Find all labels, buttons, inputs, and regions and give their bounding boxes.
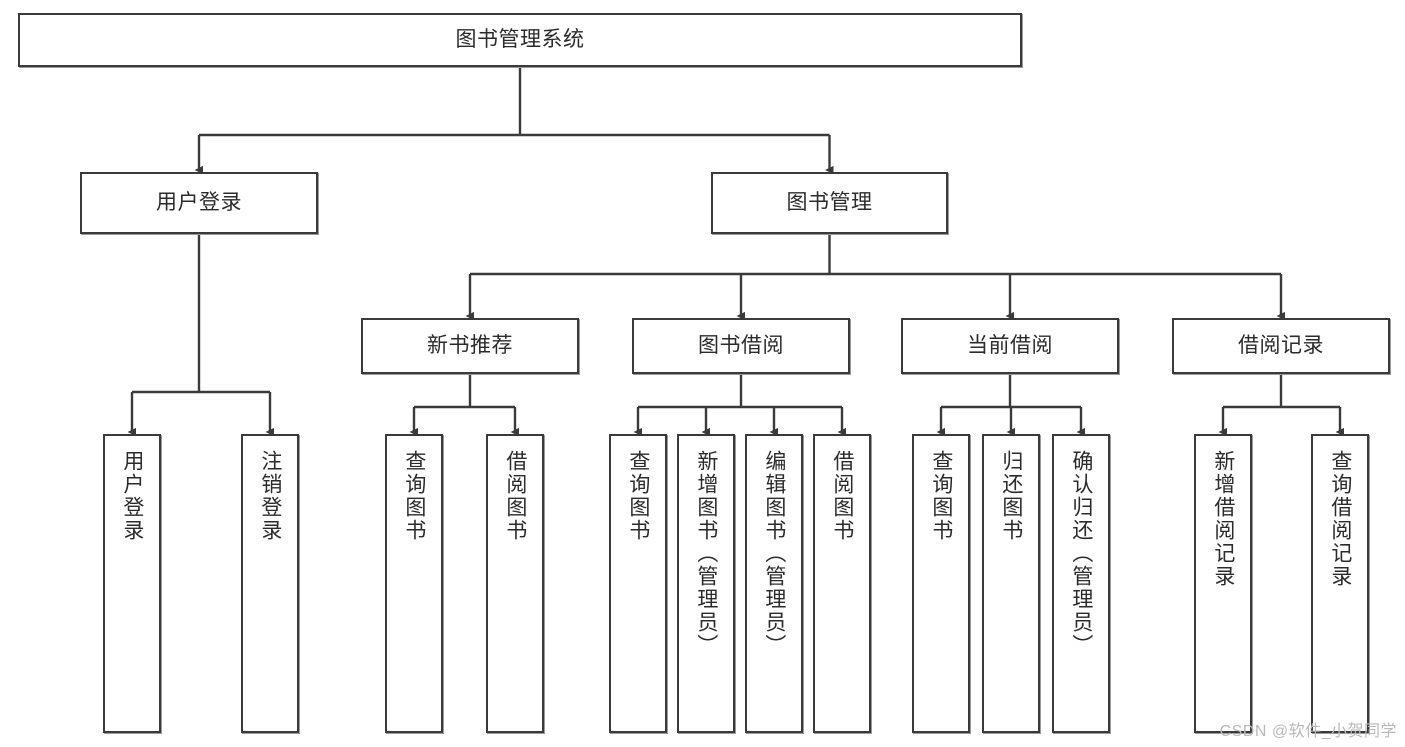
node-leaf-login-1[interactable]: 用户登录 xyxy=(103,434,161,733)
node-label: 查询图书 xyxy=(402,450,426,542)
node-label: 确认归还（管理员） xyxy=(1069,450,1093,657)
node-label: 注销登录 xyxy=(258,450,282,542)
node-label: 借阅记录 xyxy=(1238,333,1324,357)
node-label: 查询图书 xyxy=(626,450,650,542)
node-login[interactable]: 用户登录 xyxy=(80,172,318,234)
node-label: 归还图书 xyxy=(999,450,1023,542)
node-leaf-bor-1[interactable]: 查询图书 xyxy=(609,434,667,733)
node-leaf-rec-2[interactable]: 查询借阅记录 xyxy=(1311,434,1369,733)
node-label: 图书管理系统 xyxy=(455,27,585,51)
node-leaf-bor-2[interactable]: 新增图书（管理员） xyxy=(677,434,735,733)
node-label: 编辑图书（管理员） xyxy=(762,450,786,657)
node-leaf-new-1[interactable]: 查询图书 xyxy=(385,434,443,733)
node-bookmgmt[interactable]: 图书管理 xyxy=(711,172,948,234)
node-leaf-login-2[interactable]: 注销登录 xyxy=(241,434,299,733)
node-leaf-cur-1[interactable]: 查询图书 xyxy=(912,434,970,733)
node-label: 用户登录 xyxy=(156,190,242,214)
node-leaf-bor-3[interactable]: 编辑图书（管理员） xyxy=(745,434,803,733)
node-label: 当前借阅 xyxy=(967,333,1053,357)
edge-paths xyxy=(127,67,1344,437)
node-leaf-cur-2[interactable]: 归还图书 xyxy=(982,434,1040,733)
node-current[interactable]: 当前借阅 xyxy=(901,318,1119,374)
node-label: 图书管理 xyxy=(786,190,873,214)
node-label: 新书推荐 xyxy=(427,333,513,357)
node-records[interactable]: 借阅记录 xyxy=(1172,318,1390,374)
node-label: 新增借阅记录 xyxy=(1211,450,1235,588)
node-label: 借阅图书 xyxy=(830,450,854,542)
node-newbook[interactable]: 新书推荐 xyxy=(361,318,579,374)
node-label: 用户登录 xyxy=(120,450,144,542)
node-root[interactable]: 图书管理系统 xyxy=(18,13,1022,67)
node-label: 新增图书（管理员） xyxy=(694,450,718,657)
node-leaf-rec-1[interactable]: 新增借阅记录 xyxy=(1194,434,1252,733)
node-label: 查询借阅记录 xyxy=(1328,450,1352,588)
node-label: 图书借阅 xyxy=(698,333,784,357)
node-label: 查询图书 xyxy=(929,450,953,542)
node-leaf-cur-3[interactable]: 确认归还（管理员） xyxy=(1052,434,1110,733)
node-label: 借阅图书 xyxy=(503,450,527,542)
node-leaf-bor-4[interactable]: 借阅图书 xyxy=(813,434,871,733)
node-borrow[interactable]: 图书借阅 xyxy=(632,318,850,374)
node-leaf-new-2[interactable]: 借阅图书 xyxy=(486,434,544,733)
